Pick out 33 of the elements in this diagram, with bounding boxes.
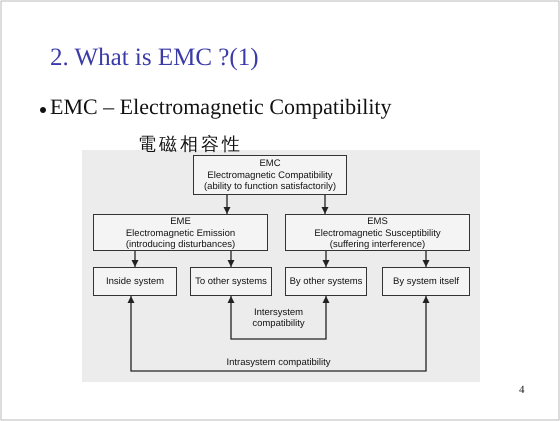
slide-title: 2. What is EMC ?(1)	[50, 44, 259, 72]
box-text: Electromagnetic Emission	[126, 228, 236, 238]
box-text: To other systems	[195, 276, 267, 287]
box-text: By system itself	[393, 276, 459, 287]
arrow	[132, 251, 138, 267]
box-heading: EME	[170, 216, 191, 226]
arrow	[228, 296, 330, 340]
edge-label: Intrasystem compatibility	[224, 357, 332, 368]
chinese-subtitle: 電磁相容性	[138, 133, 243, 156]
page-number: 4	[519, 384, 524, 396]
box-text: (suffering interference)	[330, 238, 426, 250]
box-heading: EMC	[259, 158, 281, 169]
susceptibility-box	[285, 214, 470, 251]
box-text: (introducing disturbances)	[126, 238, 236, 250]
system-box	[190, 267, 272, 296]
system-box	[285, 267, 367, 296]
system-box	[93, 267, 177, 296]
bullet-text: EMC – Electromagnetic Compatibility	[50, 94, 392, 120]
box-text: Electromagnetic Susceptibility	[314, 228, 441, 238]
box-text: (ability to function satisfactorily)	[204, 181, 336, 192]
box-heading: EMS	[367, 216, 388, 226]
arrow	[322, 251, 330, 267]
box-text: Electromagnetic Compatibility	[207, 170, 333, 181]
system-box	[382, 267, 470, 296]
box-text: Inside system	[106, 276, 164, 287]
arrow	[228, 251, 234, 267]
arrow	[322, 195, 328, 214]
compatibility-box	[193, 155, 347, 195]
emission-box	[93, 214, 268, 251]
arrow	[224, 195, 230, 214]
arrow	[422, 251, 430, 267]
arrow	[128, 296, 430, 372]
box-text: By other systems	[290, 276, 362, 287]
